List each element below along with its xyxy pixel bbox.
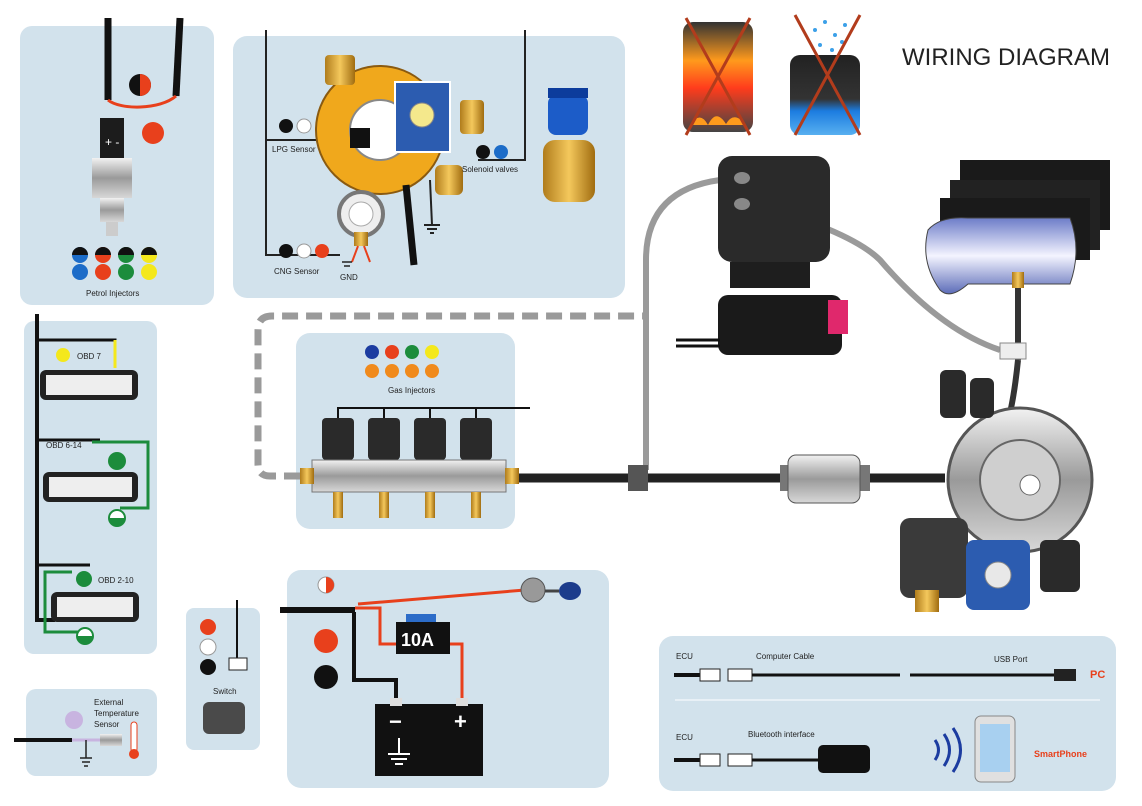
fuse-label: 10A [401, 630, 434, 650]
gas-tank-icon [925, 160, 1110, 295]
gnd-label: GND [340, 273, 358, 282]
diagram-title: WIRING DIAGRAM [902, 44, 1110, 71]
switch-icon [203, 702, 245, 734]
petrol-color-codes [72, 247, 157, 280]
smartphone-label: SmartPhone [1034, 749, 1087, 759]
bluetooth-interface-label: Bluetooth interface [748, 730, 815, 739]
ecu-unit-icon [676, 156, 848, 355]
petrol-injector-icon [92, 158, 132, 198]
gas-injectors-label: Gas Injectors [388, 386, 435, 395]
ecu-label-2: ECU [676, 733, 693, 742]
bluetooth-dongle-icon [818, 745, 870, 773]
solenoid-valves-label: Solenoid valves [462, 165, 518, 174]
fuse-icon [396, 622, 450, 654]
ecu-label-1: ECU [676, 652, 693, 661]
obd7-label: OBD 7 [77, 352, 102, 361]
connectivity-panel: ECU Computer Cable USB Port PC ECU Bluet… [659, 636, 1116, 791]
temp-label-1: External [94, 698, 124, 707]
no-water-icon [790, 14, 862, 136]
obd-panel: OBD 7 OBD 6-14 OBD 2-10 [24, 314, 157, 654]
sensors-panel: LPG Sensor CNG Sensor GND Solenoid valve… [233, 30, 625, 298]
obd614-label: OBD 6-14 [46, 441, 82, 450]
battery-panel: 10A − + [280, 570, 609, 788]
switch-label: Switch [213, 687, 237, 696]
thermometer-icon [129, 749, 139, 759]
temperature-sensor-panel: External Temperature Sensor [14, 689, 157, 776]
no-heat-icon [683, 17, 753, 136]
battery-minus: − [389, 709, 402, 734]
lpg-sensor-label: LPG Sensor [272, 145, 316, 154]
svg-text:+ -: + - [105, 135, 119, 149]
solenoid-valve-icon [548, 95, 588, 135]
wireless-signal-icon [933, 727, 962, 773]
gas-hoses [254, 177, 1027, 504]
reducer-assembly-icon [900, 370, 1094, 612]
wire-indicator-icon [142, 122, 164, 144]
temp-label-3: Sensor [94, 720, 120, 729]
obd210-label: OBD 2-10 [98, 576, 134, 585]
cng-sensor-label: CNG Sensor [274, 267, 320, 276]
battery-icon [375, 704, 483, 776]
temp-label-2: Temperature [94, 709, 139, 718]
petrol-injectors-label: Petrol Injectors [86, 289, 139, 298]
gas-injectors-panel: Gas Injectors [296, 333, 530, 529]
computer-cable-label: Computer Cable [756, 652, 815, 661]
lpg-sensor-dot [279, 119, 293, 133]
injector-connector-icon [100, 118, 124, 158]
switch-panel: Switch [186, 600, 260, 750]
gas-filter-icon [787, 454, 861, 504]
battery-plus: + [454, 709, 467, 734]
usb-port-label: USB Port [994, 655, 1028, 664]
gas-injector-icons [322, 418, 492, 460]
pc-label: PC [1090, 669, 1105, 681]
ignition-key-icon [559, 582, 581, 600]
petrol-injectors-panel: + - Petrol Injectors [20, 17, 214, 305]
